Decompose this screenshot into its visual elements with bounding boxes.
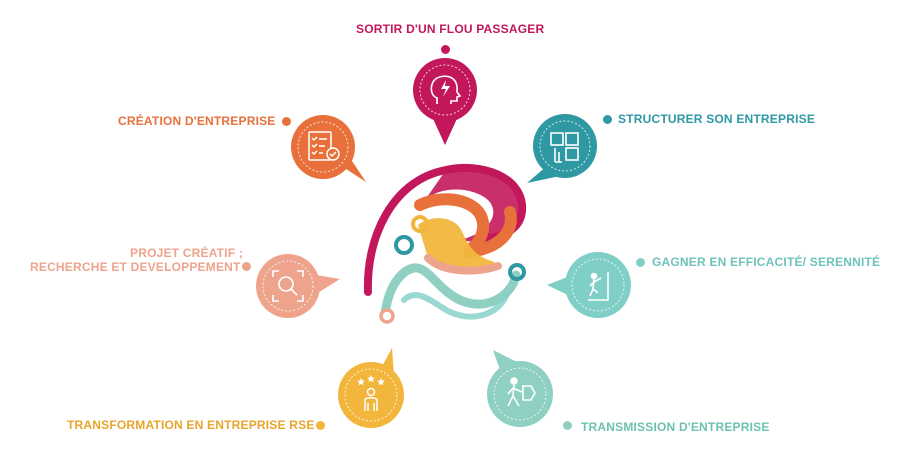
checklist-icon bbox=[308, 131, 340, 161]
label-transmission: TRANSMISSION D'ENTREPRISE bbox=[581, 420, 770, 434]
label-gagner: GAGNER EN EFFICACITÉ/ SERENNITÉ bbox=[652, 255, 881, 269]
label-dot bbox=[603, 115, 612, 124]
head-lightning-icon bbox=[430, 75, 462, 104]
bubble-transformation-rse bbox=[338, 348, 404, 428]
label-transformation-rse: TRANSFORMATION EN ENTREPRISE RSE bbox=[67, 418, 315, 432]
central-swirl-logo bbox=[363, 163, 527, 324]
label-sortir-flou: SORTIR D'UN FLOU PASSAGER bbox=[356, 22, 545, 36]
bubble-transmission bbox=[487, 350, 553, 427]
label-dot bbox=[316, 421, 325, 430]
person-stars-icon bbox=[357, 375, 385, 411]
bubble-gagner bbox=[547, 252, 631, 318]
label-dot bbox=[563, 421, 572, 430]
magnifier-frame-icon bbox=[272, 270, 304, 302]
puzzle-hand-icon bbox=[550, 132, 579, 163]
bubble-structurer bbox=[527, 114, 597, 183]
label-creation-entreprise: CRÉATION D'ENTREPRISE bbox=[118, 114, 276, 128]
bubble-projet-creatif bbox=[256, 254, 340, 318]
label-dot bbox=[242, 262, 251, 271]
person-handover-icon bbox=[507, 377, 536, 407]
bubble-sortir-flou bbox=[413, 58, 477, 145]
label-structurer: STRUCTURER SON ENTREPRISE bbox=[618, 112, 816, 126]
label-dot bbox=[282, 117, 291, 126]
label-dot bbox=[636, 258, 645, 267]
bubble-creation-entreprise bbox=[291, 115, 366, 182]
label-projet-creatif-line1: PROJET CRÉATIF ; bbox=[130, 246, 243, 260]
label-dot bbox=[441, 45, 450, 54]
label-projet-creatif-line2: RECHERCHE ET DEVELOPPEMENT bbox=[30, 260, 241, 274]
climbing-person-icon bbox=[588, 272, 609, 301]
